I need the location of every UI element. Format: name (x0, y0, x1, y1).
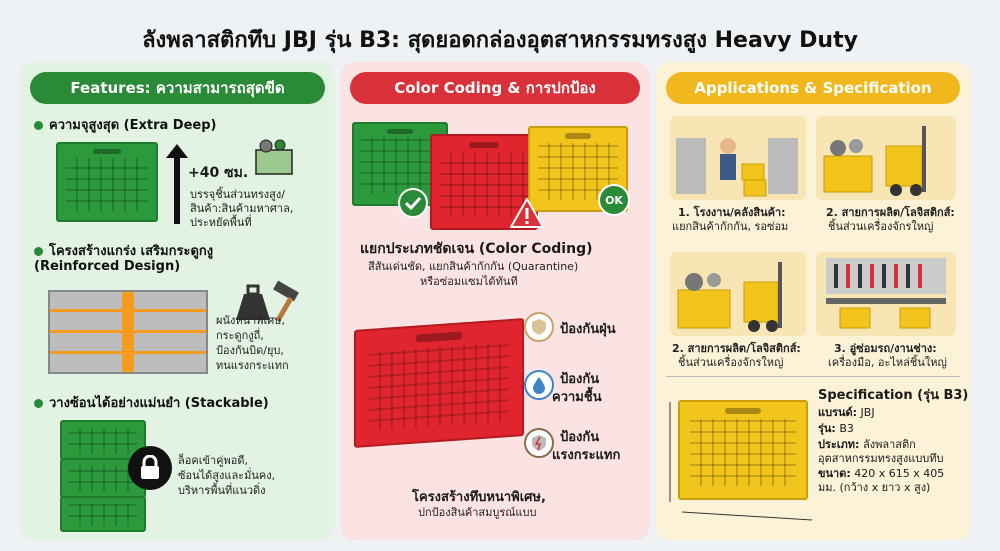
app-3-line-1: 2. สายการผลิต/โลจิสติกส์: (672, 342, 801, 355)
protect-moisture-label-1: ป้องกัน (560, 372, 600, 387)
app-2-line-2: ชิ้นส่วนเครื่องจักรใหญ่ (828, 220, 934, 233)
bottom-desc-2: ปกป้องสินค้าสมบูรณ์แบบ (418, 506, 537, 519)
applications-header: Applications & Specification (666, 72, 960, 104)
lock-icon (128, 446, 172, 490)
spec-brand: แบรนด์: JBJ (818, 406, 875, 419)
bottom-desc-1: โครงสร้างทึบหนาพิเศษ, (412, 490, 546, 505)
reinforced-structure-image (48, 290, 208, 374)
app-workshop-image (816, 252, 956, 336)
spec-title: Specification (รุ่น B3) (818, 388, 969, 403)
deep-desc-1: บรรจุชิ้นส่วนทรงสูง/ (190, 188, 285, 201)
reinforced-desc-4: ทนแรงกระแทก (216, 359, 289, 372)
weight-hammer-icon (236, 280, 299, 322)
spec-model: รุ่น: B3 (818, 422, 854, 435)
arrow-up-icon (166, 144, 188, 224)
app-1-line-2: แยกสินค้ากักกัน, รอซ่อม (672, 220, 789, 233)
box-of-parts-icon (255, 139, 293, 175)
stacked-crate-bottom (60, 496, 146, 532)
reinforced-desc-2: กระดูกงูถี่, (216, 329, 264, 342)
deep-desc-3: ประหยัดพื้นที่ (190, 216, 252, 229)
spec-yellow-crate-image (678, 400, 808, 500)
features-header: Features: ความสามารถสุดขีด (30, 72, 325, 104)
protect-dust-label: ป้องกันฝุ่น (560, 322, 616, 337)
applications-panel: Applications & Specification 1. โรงงาน/ค… (656, 62, 970, 540)
impact-shield-icon (524, 428, 554, 458)
page-title: ลังพลาสติกทึบ JBJ รุ่น B3: สุดยอดกล่องอุ… (142, 28, 858, 53)
color-coding-panel: Color Coding & การปกป้อง OK แยกประเภทชัด… (340, 62, 650, 540)
protect-impact-label-2: แรงกระแทก (552, 448, 621, 463)
reinforced-desc-3: ป้องกันบิด/ยุบ, (216, 344, 284, 357)
app-2-line-1: 2. สายการผลิต/โลจิสติกส์: (826, 206, 955, 219)
stack-desc-2: ซ้อนได้สูงและมั่นคง, (178, 469, 276, 482)
color-coding-desc-2: หรือซ่อมแซมได้ทันที (420, 275, 518, 288)
deep-crate-image (56, 142, 158, 222)
divider (666, 376, 960, 377)
large-red-crate-image (354, 318, 524, 448)
deep-value: +40 ซม. (188, 165, 249, 181)
check-icon (398, 188, 428, 218)
app-4-line-2: เครื่องมือ, อะไหล่ชิ้นใหญ่ (828, 356, 947, 369)
warning-icon (510, 198, 544, 228)
color-coding-title: แยกประเภทชัดเจน (Color Coding) (360, 241, 593, 257)
ok-badge: OK (598, 184, 630, 216)
spec-type: ประเภท: ลังพลาสติก (818, 438, 916, 451)
stack-desc-1: ล็อคเข้าคู่พอดี, (178, 454, 249, 467)
spec-size-2: มม. (กว้าง x ยาว x สูง) (818, 481, 931, 494)
spec-type-2: อุตสาหกรรมทรงสูงแบบทึบ (818, 452, 944, 465)
app-production-image (670, 252, 806, 336)
protect-moisture-label-2: ความชื้น (552, 390, 602, 405)
moisture-shield-icon (524, 370, 554, 400)
spec-size: ขนาด: 420 x 615 x 405 (818, 467, 945, 480)
stack-desc-3: บริหารพื้นที่แนวดิ่ง (178, 484, 266, 497)
protect-impact-label-1: ป้องกัน (560, 430, 600, 445)
reinforced-title: โครงสร้างแกร่ง เสริมกระดูกงู (34, 240, 213, 261)
deep-desc-2: สินค้า:สินค้ามหาศาล, (190, 202, 294, 215)
app-warehouse-image (670, 116, 806, 200)
reinforced-desc-1: ผนังหนาพิเศษ, (216, 314, 286, 327)
color-coding-desc-1: สีสันเด่นชัด, แยกสินค้ากักกัน (Quarantin… (368, 260, 579, 273)
app-logistics-image (816, 116, 956, 200)
features-panel: Features: ความสามารถสุดขีด ความจุสูงสุด … (20, 62, 335, 540)
dust-shield-icon (524, 312, 554, 342)
deep-title: ความจุสูงสุด (Extra Deep) (34, 114, 216, 135)
stack-title: วางซ้อนได้อย่างแม่นยำ (Stackable) (34, 392, 269, 413)
stacked-crate-top (60, 420, 146, 460)
app-4-line-1: 3. อู่ซ่อมรถ/งานช่าง: (834, 342, 937, 355)
reinforced-subtitle: (Reinforced Design) (34, 259, 181, 274)
dimension-lines (669, 402, 813, 521)
app-3-line-2: ชิ้นส่วนเครื่องจักรใหญ่ (678, 356, 784, 369)
app-1-line-1: 1. โรงงาน/คลังสินค้า: (678, 206, 786, 219)
color-coding-header: Color Coding & การปกป้อง (350, 72, 640, 104)
